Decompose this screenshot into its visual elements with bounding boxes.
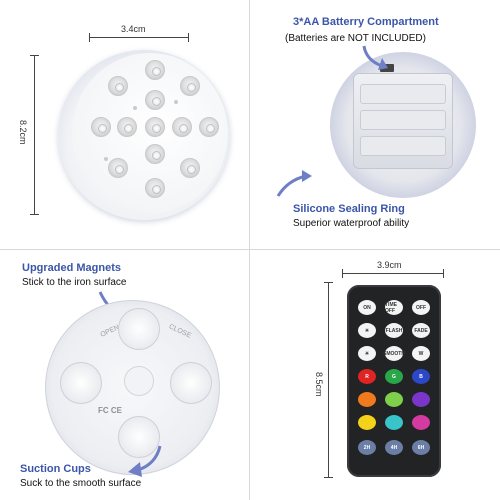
remote-height-line <box>328 282 329 478</box>
puck-dot-3 <box>174 100 178 104</box>
magnets-text: Stick to the iron surface <box>22 277 127 288</box>
sealing-ring-text: Superior waterproof ability <box>293 218 410 229</box>
led-5 <box>91 117 111 137</box>
led-13 <box>145 178 165 198</box>
led-4 <box>145 90 165 110</box>
top-left-panel: 3.4cm 8.2cm <box>0 0 249 249</box>
led-11 <box>108 158 128 178</box>
fc-ce-marks: FC CE <box>98 406 122 415</box>
remote-width-label: 3.9cm <box>377 260 402 270</box>
height-dimension-line <box>34 55 35 215</box>
lightgreen-button[interactable] <box>385 392 403 407</box>
batteries-not-included-text: (Batteries are NOT INCLUDED) <box>285 33 426 44</box>
blue-button[interactable]: B <box>412 369 430 384</box>
suction-cup-top <box>118 308 160 350</box>
led-3 <box>180 76 200 96</box>
battery-slot-1 <box>360 84 446 104</box>
led-7 <box>145 117 165 137</box>
center-hub <box>124 366 154 396</box>
timer-2h-button[interactable]: 2H <box>358 440 376 455</box>
magnets-heading: Upgraded Magnets <box>22 262 122 274</box>
led-1 <box>145 60 165 80</box>
arrow-to-sealing-ring <box>276 170 312 197</box>
battery-compartment-heading: 3*AA Batterry Compartment <box>293 16 439 28</box>
suction-cup-left <box>60 362 102 404</box>
pink-button[interactable] <box>412 415 430 430</box>
height-dimension-label: 8.2cm <box>18 120 28 145</box>
suction-cups-text: Suck to the smooth surface <box>20 478 142 489</box>
battery-slot-2 <box>360 110 446 130</box>
orange-button[interactable] <box>358 392 376 407</box>
off-button[interactable]: OFF <box>412 300 430 315</box>
sun-icon: ☀ <box>364 327 370 334</box>
cyan-button[interactable] <box>385 415 403 430</box>
top-right-panel: 3*AA Batterry Compartment (Batteries are… <box>250 0 500 249</box>
red-button[interactable]: R <box>358 369 376 384</box>
led-12 <box>180 158 200 178</box>
remote-height-label: 8.5cm <box>314 372 324 397</box>
battery-compartment <box>353 73 453 169</box>
led-2 <box>108 76 128 96</box>
bottom-right-panel: 3.9cm 8.5cm ON TIME OFF OFF ☀ FLASH FADE… <box>250 250 500 500</box>
arrow-to-suction-cups <box>128 445 162 477</box>
height-dimension-tick-bottom <box>30 214 39 215</box>
purple-button[interactable] <box>412 392 430 407</box>
width-dimension-line <box>89 37 189 38</box>
timer-4h-button[interactable]: 4H <box>385 440 403 455</box>
vertical-divider <box>249 0 250 500</box>
led-6 <box>117 117 137 137</box>
white-button[interactable]: W <box>412 346 430 361</box>
fade-button[interactable]: FADE <box>412 323 430 338</box>
puck-dot-1 <box>133 106 137 110</box>
yellow-button[interactable] <box>358 415 376 430</box>
sealing-ring-heading: Silicone Sealing Ring <box>293 203 405 215</box>
arrow-to-compartment <box>362 45 388 70</box>
timer-6h-button[interactable]: 6H <box>412 440 430 455</box>
green-button[interactable]: G <box>385 369 403 384</box>
remote-width-tick-left <box>342 269 343 278</box>
suction-cup-right <box>170 362 212 404</box>
led-10 <box>145 144 165 164</box>
smooth-button[interactable]: SMOOTH <box>383 346 405 361</box>
sun-small-icon: ☀ <box>364 350 370 357</box>
time-off-button[interactable]: TIME OFF <box>385 300 403 315</box>
remote-width-line <box>342 273 444 274</box>
remote-width-tick-right <box>443 269 444 278</box>
width-dimension-label: 3.4cm <box>121 24 146 34</box>
suction-cups-heading: Suction Cups <box>20 463 91 475</box>
puck-dot-2 <box>104 157 108 161</box>
width-dimension-tick-right <box>188 33 189 42</box>
height-dimension-tick-top <box>30 55 39 56</box>
bottom-left-panel: Upgraded Magnets Stick to the iron surfa… <box>0 250 249 500</box>
flash-button[interactable]: FLASH <box>385 323 403 338</box>
width-dimension-tick-left <box>89 33 90 42</box>
remote-height-tick-top <box>324 282 333 283</box>
brightness-down-button[interactable]: ☀ <box>358 346 376 361</box>
suction-cup-bottom <box>118 416 160 458</box>
remote-height-tick-bottom <box>324 477 333 478</box>
led-9 <box>199 117 219 137</box>
on-button[interactable]: ON <box>358 300 376 315</box>
battery-slot-3 <box>360 136 446 156</box>
led-8 <box>172 117 192 137</box>
brightness-up-button[interactable]: ☀ <box>358 323 376 338</box>
horizontal-divider <box>0 249 500 250</box>
